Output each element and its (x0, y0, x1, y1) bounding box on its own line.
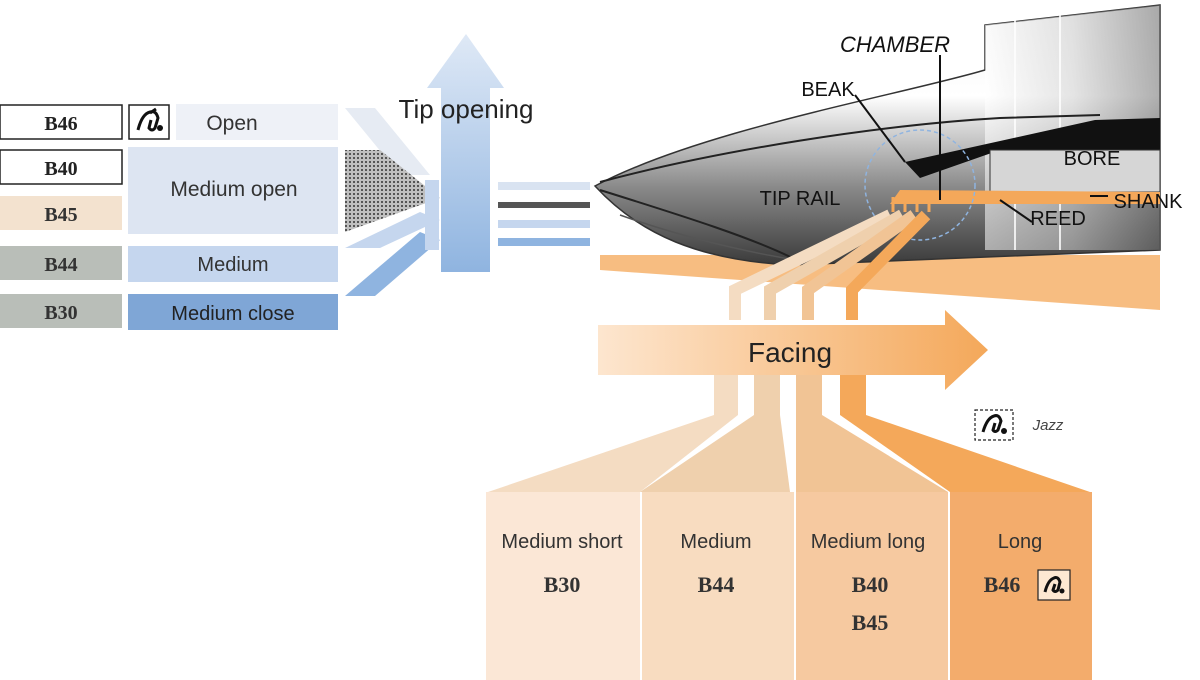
facing-column-name: Medium short (501, 531, 623, 553)
jazz-legend-label: Jazz (1032, 417, 1064, 434)
funnel-connectors (345, 108, 440, 296)
facing-title: Facing (748, 337, 832, 368)
level-band-medium-close (128, 294, 338, 330)
level-band-medium (128, 246, 338, 282)
facing-wedge (600, 255, 1160, 310)
facing-column-medium-short: Medium short B30 (486, 492, 640, 680)
level-label-open: Open (206, 112, 257, 135)
label-beak: BEAK (801, 79, 855, 101)
label-shank: SHANK (1114, 191, 1184, 213)
model-box-b46: B46 (0, 104, 123, 140)
label-tip-rail: TIP RAIL (760, 188, 841, 210)
facing-column-model: B40 (852, 572, 889, 597)
model-label: B30 (44, 302, 77, 324)
reed (905, 118, 1160, 178)
model-label: B46 (44, 113, 77, 135)
level-label-medium-close: Medium close (171, 303, 294, 325)
tip-opening-title: Tip opening (399, 94, 534, 124)
facing-column-medium-long: Medium long B40 B45 (796, 492, 948, 680)
level-band-open (176, 104, 338, 140)
model-box-b44: B44 (0, 246, 122, 280)
facing-section: Facing Jazz Medium short B30 (486, 209, 1092, 680)
model-label: B44 (44, 254, 77, 276)
jazz-icon (128, 104, 170, 140)
jazz-legend: Jazz (974, 409, 1064, 441)
facing-column-name: Medium long (811, 531, 926, 553)
level-label-medium: Medium (197, 254, 268, 276)
tip-rail-highlight (864, 129, 976, 241)
level-band-medium-open (128, 147, 338, 234)
facing-column-model: B46 (984, 572, 1021, 597)
bore (989, 149, 1161, 193)
label-chamber: CHAMBER (840, 32, 950, 57)
facing-column-name: Medium (680, 531, 751, 553)
facing-column-model: B45 (852, 610, 889, 635)
model-box-b30: B30 (0, 294, 122, 328)
facing-stems (488, 375, 1090, 492)
jazz-icon (974, 409, 1014, 441)
tip-opening-section: B46 B40 B45 B44 B30 Open Medium (0, 34, 590, 330)
tip-opening-arrow: Tip opening (399, 34, 534, 272)
tip-connector-lines (498, 182, 590, 246)
level-label-medium-open: Medium open (170, 178, 297, 201)
model-box-b40: B40 (0, 149, 123, 185)
label-bore: BORE (1064, 148, 1121, 170)
label-reed: REED (1030, 208, 1086, 230)
facing-arrow: Facing (598, 310, 988, 390)
mouthpiece-drawing: CHAMBER BEAK BORE TIP RAIL REED SHANK (593, 4, 1184, 310)
model-label: B40 (44, 158, 77, 180)
tip-rail-marks (891, 197, 931, 212)
facing-column-medium: Medium B44 (642, 492, 794, 680)
model-box-b45: B45 (0, 196, 122, 230)
facing-column-model: B44 (698, 572, 735, 597)
facing-column-long: Long B46 (950, 492, 1092, 680)
facing-connectors (729, 209, 931, 320)
jazz-icon (1037, 569, 1071, 601)
model-label: B45 (44, 204, 77, 226)
facing-column-name: Long (998, 531, 1043, 553)
facing-column-model: B30 (544, 572, 581, 597)
